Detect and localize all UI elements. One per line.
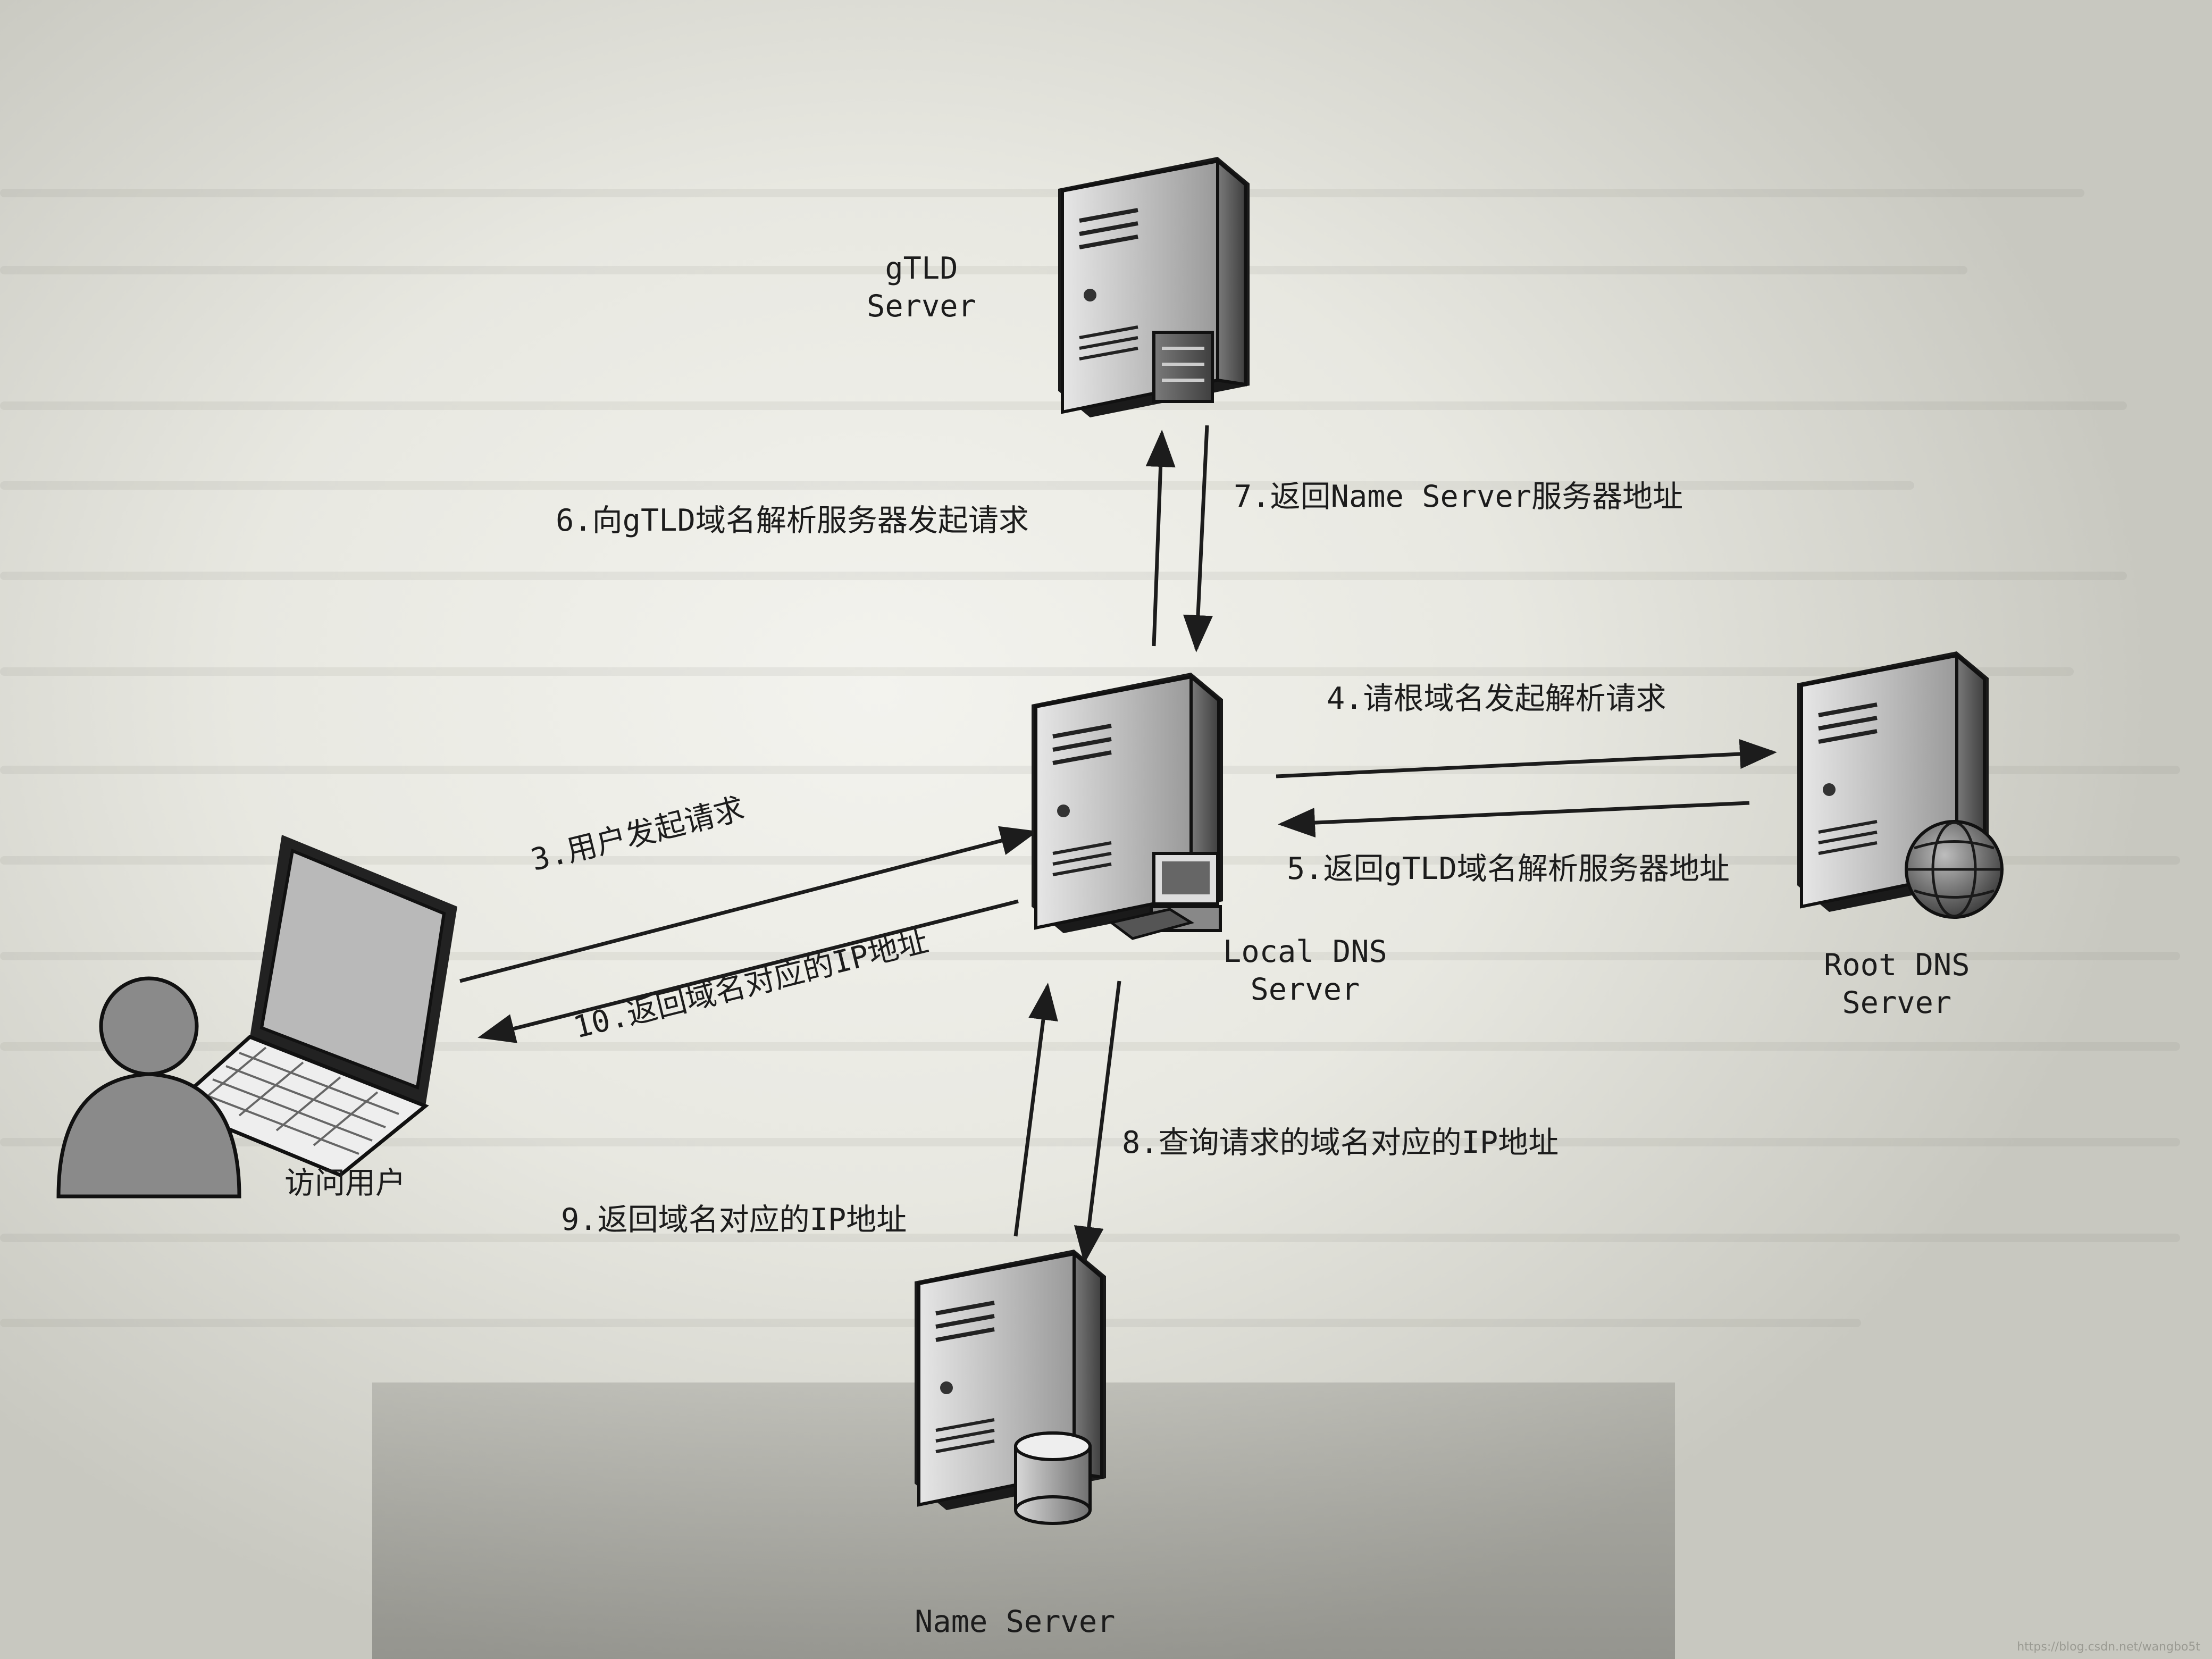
- root-dns-server-label: Root DNS Server: [1824, 948, 1970, 1021]
- laptop-icon: [169, 835, 457, 1178]
- edge-label-6: 6.向gTLD域名解析服务器发起请求: [556, 503, 1029, 538]
- background-text-line: [0, 572, 2127, 580]
- local-dns-server-icon: [1032, 673, 1244, 973]
- arrow-10: [477, 899, 1019, 1043]
- gtld-server-label: gTLD Server: [867, 251, 976, 324]
- background-text-line: [0, 189, 2084, 197]
- arrow-3: [459, 826, 1038, 983]
- arrow-8: [1074, 981, 1121, 1264]
- arrow-5: [1278, 801, 1750, 838]
- arrow-9: [1013, 983, 1058, 1237]
- background-text-line: [0, 1138, 2180, 1146]
- name-server-label: Name Server: [915, 1604, 1116, 1639]
- local-dns-server-label: Local DNS Server: [1223, 934, 1387, 1008]
- watermark: https://blog.csdn.net/wangbo5t: [2017, 1640, 2200, 1654]
- background-text-line: [0, 667, 2074, 676]
- root-dns-server-icon: [1797, 651, 2021, 930]
- edge-label-4: 4.请根域名发起解析请求: [1327, 681, 1666, 716]
- edge-label-9: 9.返回域名对应的IP地址: [561, 1202, 907, 1237]
- person-icon: [56, 976, 241, 1199]
- background-text-line: [0, 1042, 2180, 1051]
- edge-label-5: 5.返回gTLD域名解析服务器地址: [1287, 851, 1730, 886]
- edge-label-8: 8.查询请求的域名对应的IP地址: [1122, 1125, 1559, 1160]
- arrow-6: [1145, 430, 1176, 647]
- name-server-icon: [915, 1250, 1138, 1549]
- arrow-7: [1183, 425, 1213, 652]
- background-text-line: [0, 481, 1914, 490]
- user-laptop-icon: [43, 824, 479, 1209]
- edge-label-7: 7.返回Name Server服务器地址: [1234, 479, 1683, 514]
- gtld-server-icon: [1058, 157, 1271, 435]
- background-text-line: [0, 266, 1967, 274]
- arrow-4: [1276, 739, 1777, 778]
- user-label: 访问用户: [284, 1166, 406, 1201]
